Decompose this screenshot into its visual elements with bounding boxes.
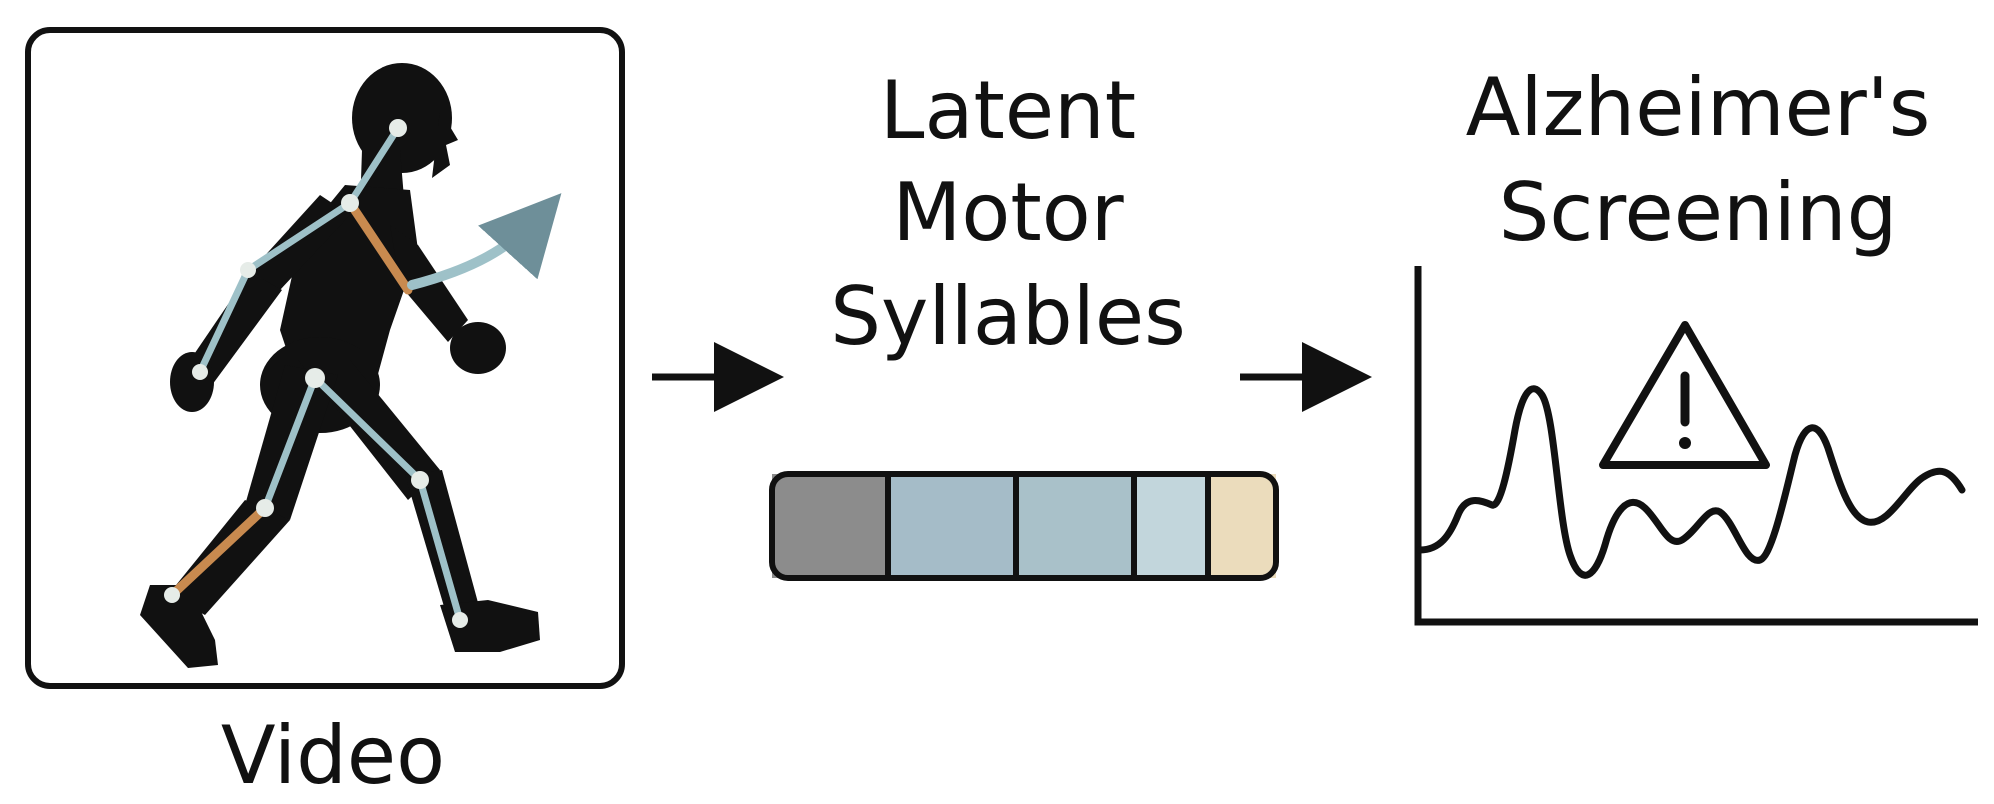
video-panel <box>25 27 625 689</box>
syllable-segment-1 <box>772 474 888 578</box>
syllable-sequence-bar <box>769 471 1279 581</box>
screening-plot <box>1414 266 1978 626</box>
plot-axes <box>1414 266 1978 626</box>
syllable-segment-5 <box>1208 474 1276 578</box>
warning-triangle-icon <box>1599 321 1770 469</box>
screening-label-line-1: Alzheimer's <box>1466 61 1931 154</box>
latent-label-line-3: Syllables <box>830 270 1186 363</box>
screening-label-line-2: Screening <box>1499 166 1898 259</box>
latent-label-line-2: Motor <box>892 166 1123 259</box>
syllable-segment-3 <box>1016 474 1134 578</box>
syllable-bar-outline <box>769 471 1279 581</box>
syllable-segment-2 <box>888 474 1016 578</box>
motion-arrow-icon <box>407 193 562 290</box>
motor-signal-curve <box>1416 385 1966 579</box>
video-label: Video <box>221 709 445 802</box>
pose-skeleton-icon <box>164 119 468 628</box>
syllable-segment-4 <box>1134 474 1208 578</box>
latent-label-line-1: Latent <box>880 64 1136 157</box>
